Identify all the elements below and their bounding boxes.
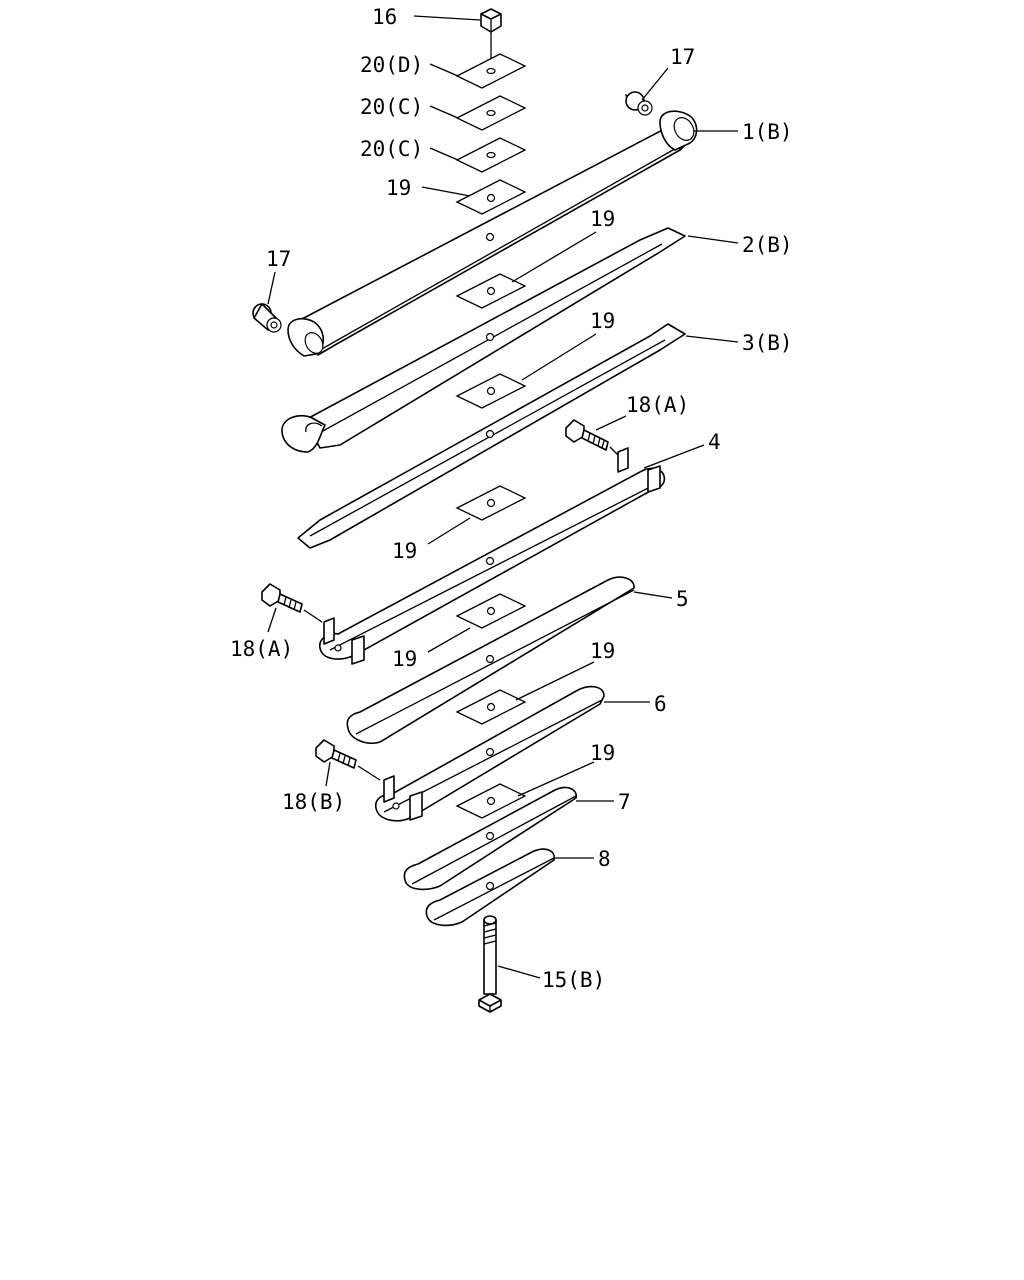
leader-lines — [267, 15, 739, 979]
bolt-18b — [315, 739, 381, 781]
spacer-plate-20d — [455, 53, 527, 89]
center-bolt-15b — [478, 915, 502, 1013]
clip-4-left-b — [351, 635, 365, 665]
clip-6-left-b — [409, 791, 423, 821]
leaf-1b-main — [287, 110, 698, 357]
leaf-8 — [425, 848, 555, 927]
label-4: 4 — [708, 430, 721, 454]
bolt-18a-right — [565, 419, 619, 456]
leaf-7 — [403, 786, 578, 891]
label-7: 7 — [618, 790, 631, 814]
leaf-4 — [319, 447, 666, 665]
pad-19-4 — [455, 485, 527, 521]
bushing-17-left — [252, 303, 282, 333]
label-6: 6 — [654, 692, 667, 716]
label-19-7: 19 — [590, 741, 615, 765]
label-1b: 1(B) — [742, 120, 793, 144]
clip-4-left — [323, 617, 335, 645]
leaf-5 — [346, 576, 635, 744]
label-3b: 3(B) — [742, 331, 793, 355]
nut-16 — [480, 8, 502, 33]
label-20c-lower: 20(C) — [360, 137, 423, 161]
label-18b: 18(B) — [282, 790, 345, 814]
label-17-left: 17 — [266, 247, 291, 271]
pad-19-top — [455, 179, 527, 215]
label-17-right: 17 — [670, 45, 695, 69]
label-18a-left: 18(A) — [230, 637, 293, 661]
label-15b: 15(B) — [542, 968, 605, 992]
pad-19-5 — [455, 593, 527, 629]
pad-19-2 — [455, 273, 527, 309]
clip-4-right — [617, 447, 629, 473]
label-19-4: 19 — [392, 539, 417, 563]
label-8: 8 — [598, 847, 611, 871]
bushing-17-right — [625, 91, 653, 116]
spacer-plate-20c-upper — [455, 95, 527, 131]
label-5: 5 — [676, 587, 689, 611]
label-19-2: 19 — [590, 207, 615, 231]
spacer-plate-20c-lower — [455, 137, 527, 173]
label-20c-upper: 20(C) — [360, 95, 423, 119]
label-19-3: 19 — [590, 309, 615, 333]
clip-6-left — [383, 775, 395, 803]
pad-19-7 — [455, 783, 527, 819]
label-2b: 2(B) — [742, 233, 793, 257]
pad-19-6 — [455, 689, 527, 725]
clip-4-right-b — [647, 465, 661, 493]
label-18a-right: 18(A) — [626, 393, 689, 417]
part-labels: 16 20(D) 20(C) 20(C) 19 17 17 1(B) 2(B) … — [230, 5, 793, 992]
leaf-2b — [281, 227, 686, 453]
label-19-top: 19 — [386, 176, 411, 200]
leaf-3b — [297, 323, 686, 549]
leaf-6 — [374, 685, 605, 822]
label-20d: 20(D) — [360, 53, 423, 77]
bolt-18a-left — [261, 583, 323, 623]
label-19-6: 19 — [590, 639, 615, 663]
label-16: 16 — [372, 5, 397, 29]
label-19-5: 19 — [392, 647, 417, 671]
pad-19-3 — [455, 373, 527, 409]
